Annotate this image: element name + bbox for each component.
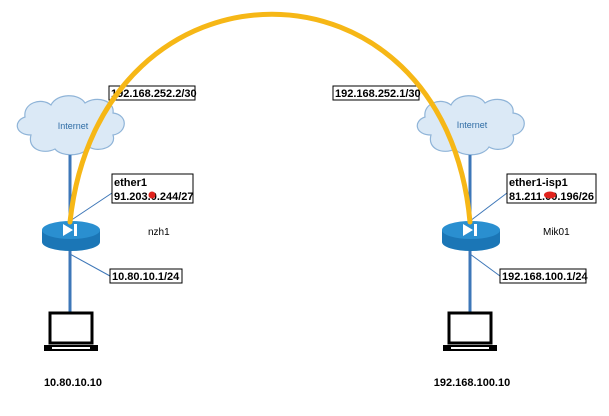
left-router-icon[interactable] (42, 221, 100, 251)
right-lan-ip-label: 192.168.100.1/24 (502, 271, 589, 283)
left-router-name: nzh1 (148, 227, 170, 238)
left-wan-leader (69, 192, 113, 222)
left-lan-ip-label: 10.80.10.1/24 (112, 271, 180, 283)
left-lan-leader (69, 253, 111, 277)
right-wan-interface-label: ether1-isp1 (509, 177, 568, 189)
left-site: Internet 192.168.252.2/30 ether1 91.203.… (16, 85, 197, 389)
right-router-icon[interactable] (442, 221, 500, 251)
right-tunnel-ip-label: 192.168.252.1/30 (335, 88, 421, 100)
left-cloud-label: Internet (58, 121, 89, 131)
left-redaction-mark (148, 191, 156, 199)
right-cloud-label: Internet (457, 120, 488, 130)
right-wan-leader (469, 192, 508, 222)
left-host-ip-label: 10.80.10.10 (44, 377, 102, 389)
right-site: Internet 192.168.252.1/30 ether1-isp1 81… (332, 85, 597, 389)
right-host-laptop-icon[interactable] (443, 311, 497, 351)
right-lan-leader (469, 253, 501, 277)
left-wan-interface-label: ether1 (114, 177, 147, 189)
vpn-tunnel-arc (67, 11, 473, 225)
right-redaction-mark (544, 191, 556, 199)
right-router-name: Mik01 (543, 227, 570, 238)
left-host-laptop-icon[interactable] (44, 311, 98, 351)
left-tunnel-ip-label: 192.168.252.2/30 (111, 88, 197, 100)
right-host-ip-label: 192.168.100.10 (434, 377, 510, 389)
